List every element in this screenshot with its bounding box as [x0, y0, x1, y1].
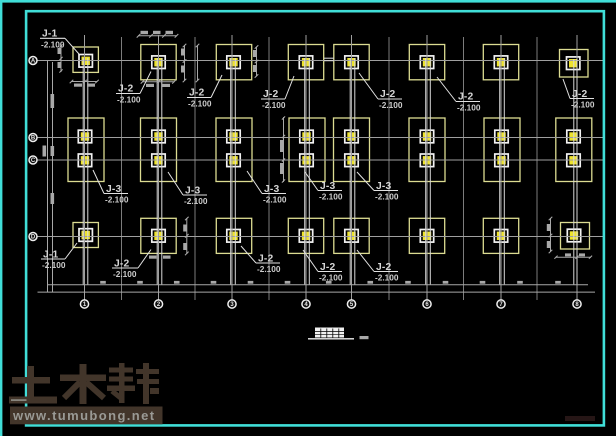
svg-text:-2.100: -2.100	[184, 196, 208, 206]
svg-text:J-3: J-3	[106, 184, 122, 195]
svg-text:J-3: J-3	[320, 181, 336, 192]
svg-text:J-2: J-2	[320, 262, 336, 273]
svg-text:J-2: J-2	[114, 259, 130, 270]
svg-text:A: A	[31, 59, 36, 65]
svg-text:J-2: J-2	[458, 92, 474, 103]
svg-text:4: 4	[304, 302, 308, 308]
svg-text:-2.100: -2.100	[319, 192, 343, 202]
svg-text:D: D	[31, 235, 36, 241]
svg-text:J-2: J-2	[189, 88, 205, 99]
svg-text:6: 6	[425, 302, 429, 308]
svg-text:J-2: J-2	[380, 89, 396, 100]
svg-text:J-1: J-1	[43, 250, 59, 261]
svg-text:J-3: J-3	[264, 184, 280, 195]
svg-text:J-3: J-3	[376, 181, 392, 192]
svg-text:-2.100: -2.100	[117, 95, 141, 105]
svg-text:-2.100: -2.100	[188, 99, 212, 109]
svg-text:C: C	[31, 158, 36, 164]
svg-text:J-2: J-2	[572, 89, 588, 100]
svg-text:J-2: J-2	[263, 89, 279, 100]
svg-text:-2.100: -2.100	[42, 260, 66, 270]
svg-text:-2.100: -2.100	[375, 273, 399, 283]
svg-text:3: 3	[230, 302, 234, 308]
svg-text:-2.100: -2.100	[257, 264, 281, 274]
svg-text:8: 8	[575, 302, 579, 308]
svg-text:5: 5	[350, 302, 354, 308]
svg-text:-2.100: -2.100	[263, 195, 287, 205]
svg-text:J-2: J-2	[118, 84, 134, 95]
svg-text:1: 1	[83, 302, 87, 308]
svg-text:J-2: J-2	[376, 262, 392, 273]
svg-text:-2.100: -2.100	[113, 269, 137, 279]
svg-text:-2.100: -2.100	[41, 39, 65, 49]
svg-text:-2.100: -2.100	[457, 103, 481, 113]
svg-text:J-3: J-3	[185, 186, 201, 197]
svg-text:-2.100: -2.100	[375, 192, 399, 202]
svg-text:7: 7	[499, 302, 503, 308]
svg-text:-2.100: -2.100	[571, 100, 595, 110]
svg-text:-2.100: -2.100	[105, 195, 129, 205]
svg-text:-2.100: -2.100	[262, 100, 286, 110]
svg-text:2: 2	[157, 302, 161, 308]
svg-text:B: B	[31, 136, 36, 142]
svg-text:-2.100: -2.100	[379, 100, 403, 110]
svg-text:www.tumubong.net: www.tumubong.net	[12, 408, 156, 423]
svg-text:-2.100: -2.100	[319, 273, 343, 283]
svg-text:J-1: J-1	[42, 29, 58, 40]
svg-text:J-2: J-2	[258, 254, 274, 265]
